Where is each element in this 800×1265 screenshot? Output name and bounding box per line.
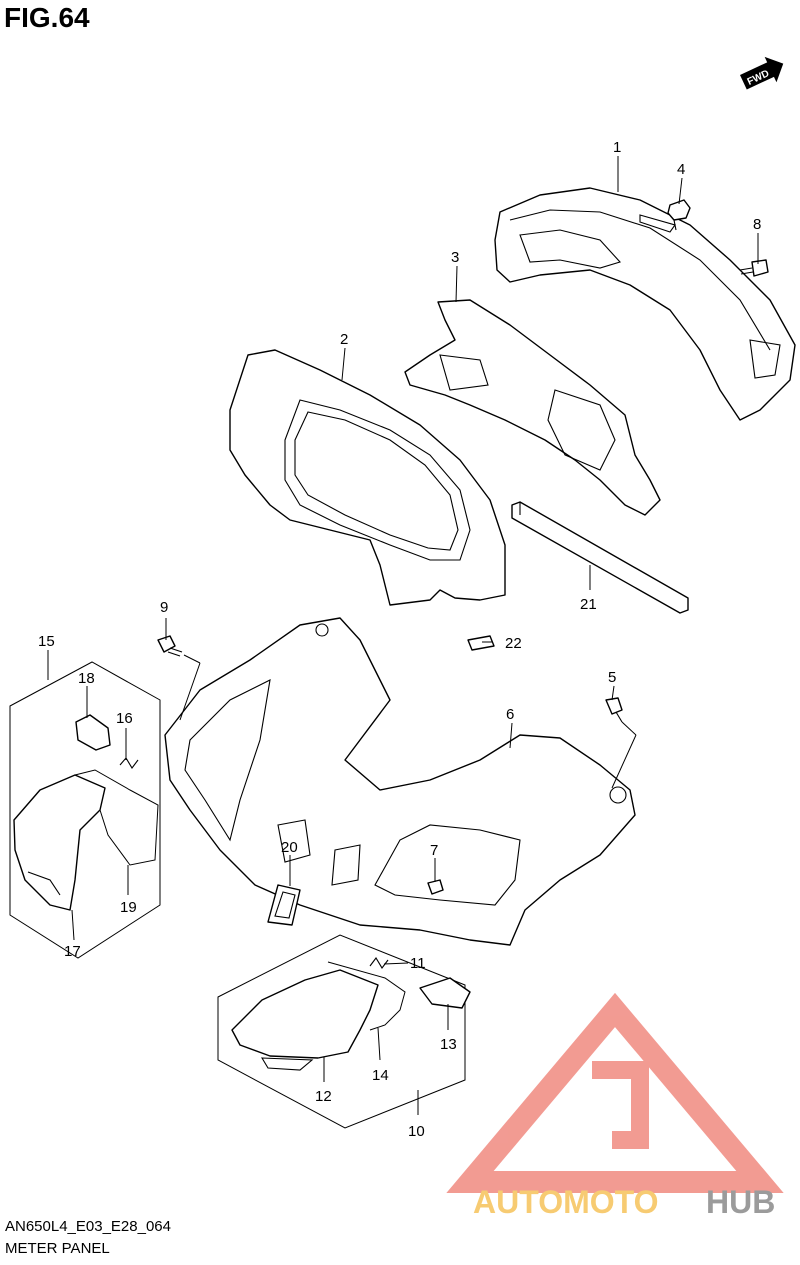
callout-13: 13: [440, 1036, 457, 1053]
figure-title: FIG.64: [4, 2, 90, 33]
part-inner-panel-3: [404, 299, 661, 516]
callout-18: 18: [78, 670, 95, 687]
callout-9: 9: [160, 599, 168, 616]
callout-12: 12: [315, 1088, 332, 1105]
figure-code: AN650L4_E03_E28_064: [5, 1218, 171, 1235]
part-cap-13: [419, 977, 471, 1009]
part-cap-18: [75, 714, 111, 751]
callout-2: 2: [340, 331, 348, 348]
part-clip-7: [427, 879, 444, 895]
callout-1: 1: [613, 139, 621, 156]
callout-15: 15: [38, 633, 55, 650]
part-spring-11: [369, 957, 389, 969]
part-upper-cover: [494, 187, 796, 421]
callout-14: 14: [372, 1067, 389, 1084]
callout-20: 20: [281, 839, 298, 856]
part-label-22: [467, 635, 495, 651]
callout-4: 4: [677, 161, 685, 178]
part-seal-19: [74, 769, 159, 866]
leader-lines: [47, 156, 759, 1115]
callout-7: 7: [430, 842, 438, 859]
callout-17: 17: [64, 943, 81, 960]
forward-arrow-icon: FWD: [740, 56, 784, 90]
callout-22: 22: [505, 635, 522, 652]
watermark-text-main: AUTOMOTO: [473, 1184, 658, 1220]
part-lid-12: [231, 969, 379, 1059]
callout-16: 16: [116, 710, 133, 727]
part-seal-14: [327, 961, 406, 1031]
assembly-box-10: [217, 934, 471, 1129]
part-lid-17: [13, 774, 106, 911]
callout-3: 3: [451, 249, 459, 266]
callout-11: 11: [410, 955, 426, 972]
part-screw-5: [605, 697, 623, 723]
callout-6: 6: [506, 706, 514, 723]
figure-name: METER PANEL: [5, 1240, 110, 1257]
callout-8: 8: [753, 216, 761, 233]
callout-5: 5: [608, 669, 616, 686]
callout-labels: 1 2 3 4 5 6 7 8 9 10 11 12 13 14 15 16 1…: [38, 139, 761, 1140]
part-grommet-20: [267, 884, 301, 926]
part-screw-9: [157, 635, 183, 657]
callout-21: 21: [580, 596, 597, 613]
part-clip-4: [667, 199, 691, 231]
watermark-text-accent: HUB: [706, 1184, 775, 1220]
assembly-box-15: [9, 661, 161, 959]
part-spring-16: [119, 757, 139, 769]
part-meter-bezel-2: [229, 349, 506, 606]
part-strip-21: [511, 501, 689, 614]
part-screw-8: [739, 259, 769, 277]
automotohub-watermark-logo: AUTOMOTO HUB: [446, 992, 784, 1220]
callout-10: 10: [408, 1123, 425, 1140]
callout-19: 19: [120, 899, 137, 916]
part-lower-panel-6: [164, 617, 636, 946]
